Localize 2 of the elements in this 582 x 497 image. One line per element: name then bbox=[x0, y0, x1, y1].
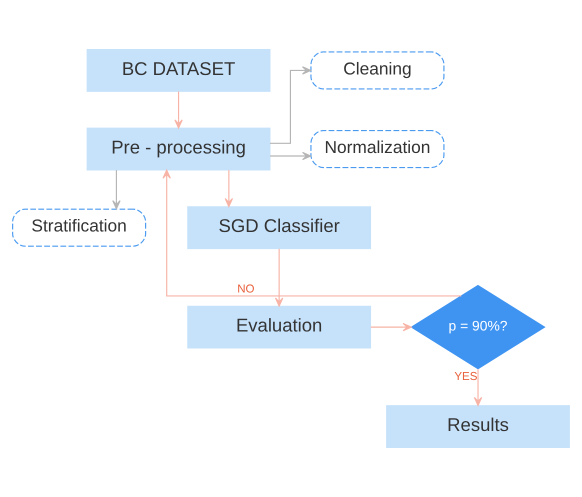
edge-label: YES bbox=[454, 370, 478, 383]
edge-label: NO bbox=[237, 283, 255, 296]
